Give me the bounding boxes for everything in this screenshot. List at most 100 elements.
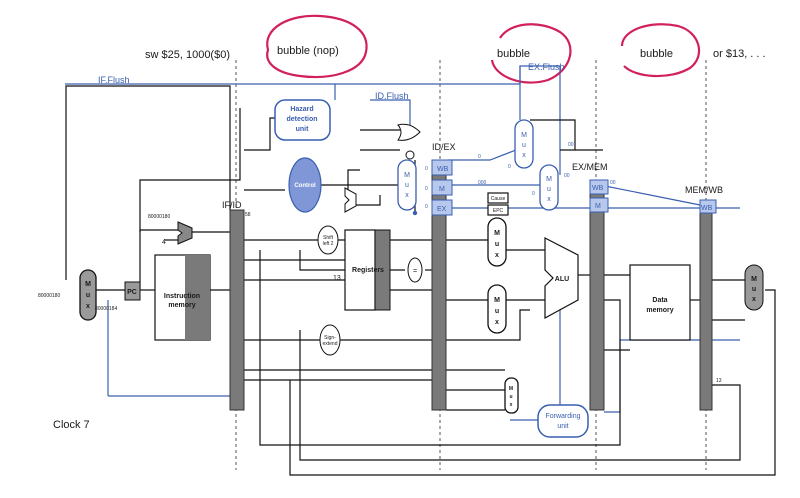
memwb-label: MEM/WB — [685, 185, 723, 195]
ex-flush-mux-2 — [539, 164, 559, 211]
oo-c: 00 — [564, 173, 570, 179]
forwarding-label-2: unit — [557, 423, 568, 430]
ex-mux2-x: x — [547, 196, 551, 203]
wb-mux-m: M — [751, 276, 757, 283]
register-file-shade — [374, 229, 391, 311]
pc-mux-m: M — [85, 281, 91, 288]
control-label: Control — [294, 183, 316, 189]
stage-label-or: or $13, . . . — [713, 48, 766, 60]
ex-mux2-u: u — [547, 186, 551, 193]
addr-180-left: 80000180 — [38, 293, 60, 299]
stage-label-bubble-1: bubble — [497, 48, 530, 60]
zero-d: 0 — [478, 154, 481, 160]
ex-flush-label: EX.Flush — [528, 62, 565, 72]
alu-mux-b — [487, 284, 507, 334]
exmem-m-label: M — [595, 203, 601, 210]
zero-c: 0 — [425, 204, 428, 210]
branch-adder — [344, 187, 357, 213]
ex-mux1-x: x — [522, 152, 526, 159]
alu-mux-a-x: x — [495, 252, 499, 259]
idflush-or-bubble — [405, 150, 415, 160]
pc-source-mux — [79, 269, 97, 321]
idex-wb-label: WB — [437, 166, 449, 173]
stage-label-bubble-2: bubble — [640, 48, 673, 60]
shift-label-2: left 2 — [323, 241, 334, 247]
ifid-register — [229, 209, 245, 411]
reg-13-label: 13 — [333, 275, 341, 282]
n58-label: 58 — [245, 212, 251, 218]
ink-circle-bubble-nop — [266, 14, 368, 79]
n13-wb-label: 13 — [716, 378, 722, 384]
hazard-label-1: Hazard — [290, 106, 313, 113]
ex-flush-mux-1 — [514, 119, 534, 169]
hazard-label-2: detection — [286, 116, 317, 123]
id-control-mux — [397, 159, 417, 211]
imem-label-2: memory — [168, 302, 195, 309]
epc-register — [487, 204, 509, 216]
regdst-m: M — [509, 386, 513, 392]
control-wires — [65, 65, 740, 421]
register-file — [344, 229, 376, 311]
exmem-wb-label: WB — [592, 185, 604, 192]
sign-label-1: Sign- — [324, 335, 336, 341]
hazard-detection-unit — [274, 99, 331, 141]
regdst-x: x — [510, 402, 513, 408]
wb-mux-x: x — [752, 296, 756, 303]
dmem-label-1: Data — [652, 297, 667, 304]
wb-mux-u: u — [752, 286, 756, 293]
alu — [544, 237, 579, 320]
dmem-label-2: memory — [646, 307, 673, 314]
idflush-or-gate — [397, 123, 421, 141]
ink-circle-bubble-1 — [490, 23, 572, 84]
regdst-mux — [504, 377, 519, 414]
alu-mux-b-x: x — [495, 319, 499, 326]
sign-extend — [319, 324, 341, 356]
oo-a: 00 — [568, 142, 574, 148]
exmem-label: EX/MEM — [572, 162, 608, 172]
id-mux-dot — [412, 210, 418, 216]
cause-label: Cause — [491, 196, 506, 202]
idex-m-field — [431, 179, 453, 196]
imem-label-1: Instruction — [164, 293, 200, 300]
forwarding-unit — [537, 404, 589, 438]
clock-label: Clock 7 — [53, 419, 90, 431]
id-mux-m: M — [404, 172, 410, 179]
hazard-label-3: unit — [296, 126, 309, 133]
pc-mux-u: u — [86, 292, 90, 299]
zero-f: 0 — [532, 191, 535, 197]
ifid-label: IF/ID — [222, 200, 242, 210]
alu-mux-a-u: u — [495, 241, 499, 248]
forwarding-label-1: Forwarding — [545, 413, 580, 420]
ex-mux1-u: u — [522, 142, 526, 149]
cause-register — [487, 192, 509, 204]
instruction-memory-shade — [185, 255, 210, 340]
zero-e: 0 — [508, 164, 511, 170]
exmem-m-field — [589, 197, 609, 213]
alu-label: ALU — [555, 276, 569, 283]
shift-label-1: Shift — [323, 235, 334, 241]
idex-ex-label: EX — [437, 206, 447, 213]
addr-180-top: 80000180 — [148, 214, 170, 220]
idex-wb-field — [431, 159, 453, 176]
zero-b: 0 — [425, 186, 428, 192]
pc-mux-x: x — [86, 303, 90, 310]
if-flush-label: IF.Flush — [98, 75, 130, 85]
alu-mux-b-m: M — [494, 297, 500, 304]
epc-label: EPC — [493, 208, 504, 214]
regdst-u: u — [509, 394, 512, 400]
pc-register — [124, 281, 141, 301]
ink-annotations — [266, 14, 700, 84]
registers-label: Registers — [352, 267, 384, 274]
control-unit — [288, 157, 322, 213]
ink-circle-bubble-2 — [620, 23, 700, 78]
pc-label: PC — [127, 289, 137, 296]
exmem-wb-field — [589, 179, 609, 195]
eq-label: = — [413, 268, 417, 275]
oo-b: 00 — [610, 180, 616, 186]
ex-mux1-m: M — [521, 132, 527, 139]
addr-184: 80000184 — [95, 306, 117, 312]
ooo-label: 000 — [478, 180, 487, 186]
memwb-register — [699, 204, 713, 411]
